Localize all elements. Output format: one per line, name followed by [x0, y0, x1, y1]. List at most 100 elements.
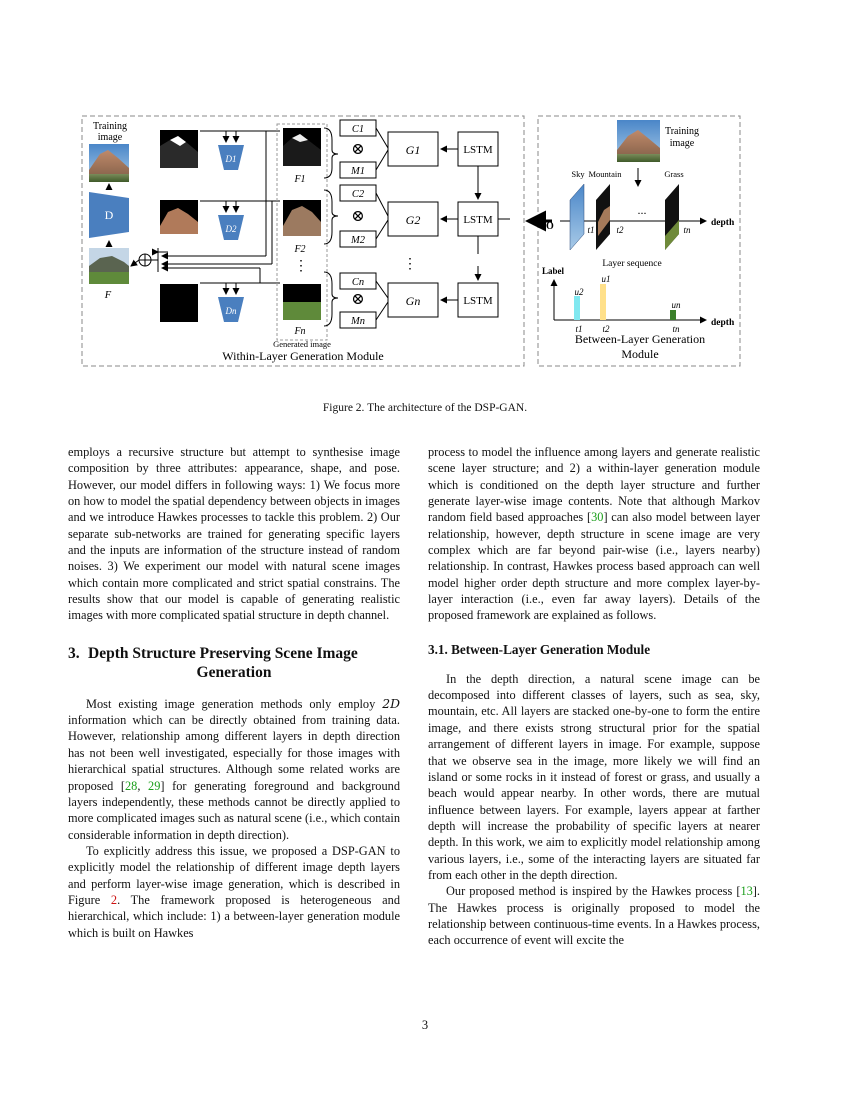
svg-text:M1: M1 [350, 166, 365, 177]
citation-13[interactable]: 13 [740, 884, 753, 899]
svg-text:M2: M2 [350, 235, 366, 246]
generated-layer-fn [283, 284, 321, 320]
layer-image-n [160, 284, 198, 322]
vdots-left: ⋮ [294, 259, 308, 274]
label-axis-label: Label [542, 266, 565, 276]
depth-label-bottom: depth [711, 318, 735, 328]
tn-top: tn [683, 225, 691, 235]
depth-label-top: depth [711, 218, 735, 228]
section-title-line2: Generation [196, 663, 272, 681]
tn-bottom: tn [672, 324, 680, 334]
svg-text:Mn: Mn [350, 316, 365, 327]
left-paragraph-3: To explicitly address this issue, we pro… [68, 843, 400, 940]
training-image-label-1: Training [93, 121, 127, 132]
t1-bottom: t1 [575, 324, 582, 334]
within-module-frame [81, 115, 525, 367]
bar-u2 [574, 296, 580, 320]
layer-image-2 [160, 200, 198, 234]
stack-n: Cn ⊗ Mn [339, 272, 377, 329]
lstm-2: LSTM [457, 201, 499, 237]
right-paragraph-2: In the depth direction, a natural scene … [428, 671, 760, 882]
svg-text:D1: D1 [225, 154, 237, 164]
svg-text:Dn: Dn [225, 306, 237, 316]
u2-label: u2 [575, 287, 585, 297]
math-2d: 2D [382, 696, 400, 711]
bar-u1 [600, 284, 606, 320]
u1-label: u1 [602, 274, 611, 284]
f1-label: F1 [293, 174, 305, 185]
layer-image-1 [160, 130, 198, 168]
generator-g2: G2 [387, 201, 439, 237]
generator-g1: G1 [387, 131, 439, 167]
within-module-label: Within-Layer Generation Module [222, 349, 383, 363]
between-module-frame [537, 115, 741, 367]
discriminator-d2: D2 [218, 215, 244, 240]
figure-2-ref[interactable]: 2 [110, 892, 118, 907]
citation-29[interactable]: 29 [148, 778, 161, 793]
generated-layer-f1 [283, 128, 321, 166]
generated-full-image [89, 248, 129, 284]
layer-sequence-label: Layer sequence [602, 259, 661, 269]
lstm-1: LSTM [457, 131, 499, 167]
t2-bottom: t2 [602, 324, 610, 334]
training-image-right [617, 120, 660, 162]
mountain-label: Mountain [588, 169, 622, 179]
svg-text:LSTM: LSTM [463, 295, 493, 307]
discriminator-d-label: D [105, 208, 114, 222]
svg-text:LSTM: LSTM [463, 214, 493, 226]
generator-gn: Gn [387, 282, 439, 318]
training-image-right-label-2: image [670, 138, 695, 149]
left-paragraph-2: Most existing image generation methods o… [68, 696, 400, 842]
between-module-label-2: Module [621, 347, 658, 361]
right-paragraph-1: process to model the influence among lay… [428, 445, 760, 623]
t1-top: t1 [587, 225, 594, 235]
architecture-figure: Training image D F D1 D [0, 0, 850, 380]
svg-text:⊗: ⊗ [351, 291, 364, 308]
svg-text:⊗: ⊗ [351, 208, 364, 225]
f-label: F [104, 290, 112, 301]
svg-text:LSTM: LSTM [463, 144, 493, 156]
svg-text:Cn: Cn [352, 277, 364, 288]
left-paragraph-1: employs a recursive structure but attemp… [68, 445, 400, 623]
figure-svg: Training image D F D1 D [81, 115, 741, 367]
svg-text:C1: C1 [352, 124, 364, 135]
generated-layer-f2 [283, 200, 321, 236]
discriminator-dn: Dn [218, 297, 244, 322]
right-column: process to model the influence among lay… [428, 444, 760, 949]
section-title-line1: Depth Structure Preserving Scene Image [88, 644, 358, 662]
left-column: employs a recursive structure but attemp… [68, 444, 400, 941]
discriminator-d1: D1 [218, 145, 244, 170]
training-image-left [89, 144, 129, 182]
svg-text:D2: D2 [225, 224, 237, 234]
generated-image-label: Generated image [273, 339, 331, 349]
t2-top: t2 [616, 225, 624, 235]
origin-label: O [546, 221, 554, 232]
discriminator-d [89, 192, 129, 238]
lstm-n: LSTM [457, 282, 499, 318]
training-image-right-label-1: Training [665, 126, 699, 137]
f2-label: F2 [293, 244, 305, 255]
between-module-label-1: Between-Layer Generation [575, 332, 705, 346]
layer-ellipsis: ... [638, 203, 647, 217]
un-label: un [672, 300, 682, 310]
citation-28[interactable]: 28 [124, 778, 138, 793]
subsection-heading: 3.1. Between-Layer Generation Module [428, 641, 651, 657]
bar-un [670, 310, 676, 320]
citation-30[interactable]: 30 [591, 510, 604, 525]
svg-text:Gn: Gn [406, 294, 421, 308]
stack-1: C1 ⊗ M1 [339, 119, 377, 179]
svg-text:G1: G1 [406, 143, 421, 157]
section-number: 3. [68, 644, 80, 662]
right-paragraph-3: Our proposed method is inspired by the H… [428, 884, 760, 948]
svg-text:G2: G2 [406, 213, 421, 227]
figure-caption: Figure 2. The architecture of the DSP-GA… [322, 402, 528, 414]
vdots-middle: ⋮ [403, 257, 417, 272]
layer-slab-sky [569, 183, 585, 251]
training-image-label-2: image [98, 132, 123, 143]
sky-label: Sky [571, 169, 585, 179]
grass-label: Grass [664, 169, 683, 179]
generated-images-frame [276, 123, 328, 341]
svg-text:⊗: ⊗ [351, 141, 364, 158]
fn-label: Fn [293, 326, 305, 337]
section-heading: 3. Depth Structure Preserving Scene Image… [68, 644, 400, 682]
